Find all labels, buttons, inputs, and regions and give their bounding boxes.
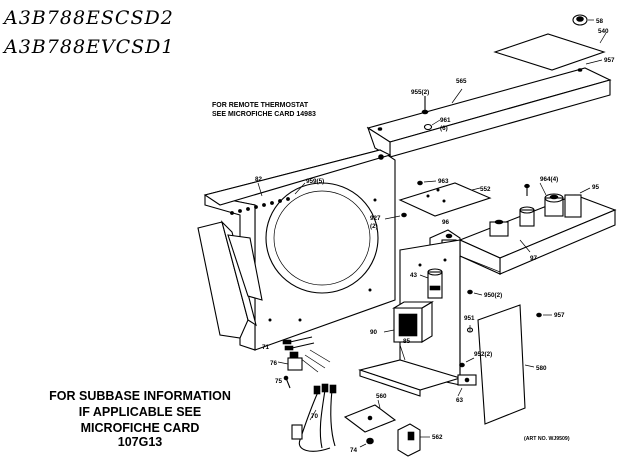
label-63: 63: [456, 397, 464, 404]
label-90: 90: [370, 329, 378, 336]
cover-plate-part-540: [493, 32, 607, 71]
label-540: 540: [598, 28, 609, 35]
mounting-plate-part-560: [343, 399, 397, 433]
label-957-top: 957: [604, 57, 615, 64]
label-85: 85: [403, 338, 411, 345]
screw-part-957-right: [536, 312, 552, 318]
subbase-note-line-2: IF APPLICABLE SEE: [79, 405, 201, 419]
screw-part-964: [524, 183, 530, 196]
subbase-note-line-3: MICROFICHE CARD: [81, 421, 200, 435]
side-panel-part-580: [477, 304, 535, 425]
label-76: 76: [270, 360, 278, 367]
art-number: (ART NO. WJ9509): [524, 436, 570, 442]
remote-thermostat-note-line-1: FOR REMOTE THERMOSTAT: [212, 102, 309, 109]
control-board-part-552: [398, 182, 492, 217]
label-58: 58: [596, 18, 604, 25]
label-71-upper: 71: [262, 344, 270, 351]
label-927-qty: (2): [370, 223, 378, 230]
label-951: 951: [464, 315, 475, 322]
screw-part-963: [417, 180, 437, 186]
power-cord-part-70: [291, 383, 337, 452]
clip-part-71: [283, 375, 291, 389]
screw-part-950: [467, 289, 483, 296]
knob-part-58: [572, 14, 594, 26]
screw-part-961: [423, 119, 441, 131]
label-96: 96: [442, 219, 450, 226]
transformer-part-90: [383, 301, 434, 343]
screw-part-952: [459, 357, 475, 368]
screw-part-927: [384, 212, 407, 220]
bracket-part-562: [397, 423, 430, 457]
label-964: 964(4): [540, 176, 558, 183]
label-70: 70: [311, 413, 319, 420]
terminal-part-97: [489, 219, 531, 253]
bracket-part-63: [457, 374, 477, 397]
label-961-qty: (6): [440, 125, 448, 132]
model-number-2: A3B788EVCSD1: [2, 36, 175, 58]
label-82: 82: [255, 176, 263, 183]
label-952: 952(2): [474, 351, 492, 358]
screw-part-955: [421, 96, 429, 115]
capacitor-part-43: [419, 268, 443, 299]
label-95: 95: [592, 184, 600, 191]
label-97: 97: [530, 255, 538, 262]
label-955: 955(2): [411, 89, 429, 96]
label-552: 552: [480, 186, 491, 193]
label-74: 74: [350, 447, 358, 454]
side-bracket: [197, 220, 263, 339]
label-963: 963: [438, 178, 449, 185]
screw-part-951: [466, 325, 474, 333]
cord-terminals-part-75: [282, 336, 331, 373]
label-927: 927: [370, 215, 381, 222]
subbase-note-line-1: FOR SUBBASE INFORMATION: [49, 389, 231, 403]
screw-part-74: [359, 437, 374, 448]
label-565: 565: [456, 78, 467, 85]
label-562: 562: [432, 434, 443, 441]
label-560: 560: [376, 393, 387, 400]
model-number-1: A3B788ESCSD2: [2, 7, 174, 29]
control-box-part-95: [458, 182, 617, 275]
label-961: 961: [440, 117, 451, 124]
label-75: 75: [275, 378, 283, 385]
bulkhead-hole-row: [230, 197, 290, 215]
part-labels: 58 540 957 565 955(2) 961 (6) 82 959(5) …: [255, 18, 615, 454]
label-957-right: 957: [554, 312, 565, 319]
label-959: 959(5): [306, 178, 324, 185]
remote-thermostat-note-line-2: SEE MICROFICHE CARD 14983: [212, 111, 316, 118]
label-580: 580: [536, 365, 547, 372]
switch-part-76: [277, 351, 303, 371]
subbase-note-line-4: 107G13: [118, 435, 163, 449]
label-43: 43: [410, 272, 418, 279]
label-950: 950(2): [484, 292, 502, 299]
top-panel-part-565: [366, 59, 612, 158]
